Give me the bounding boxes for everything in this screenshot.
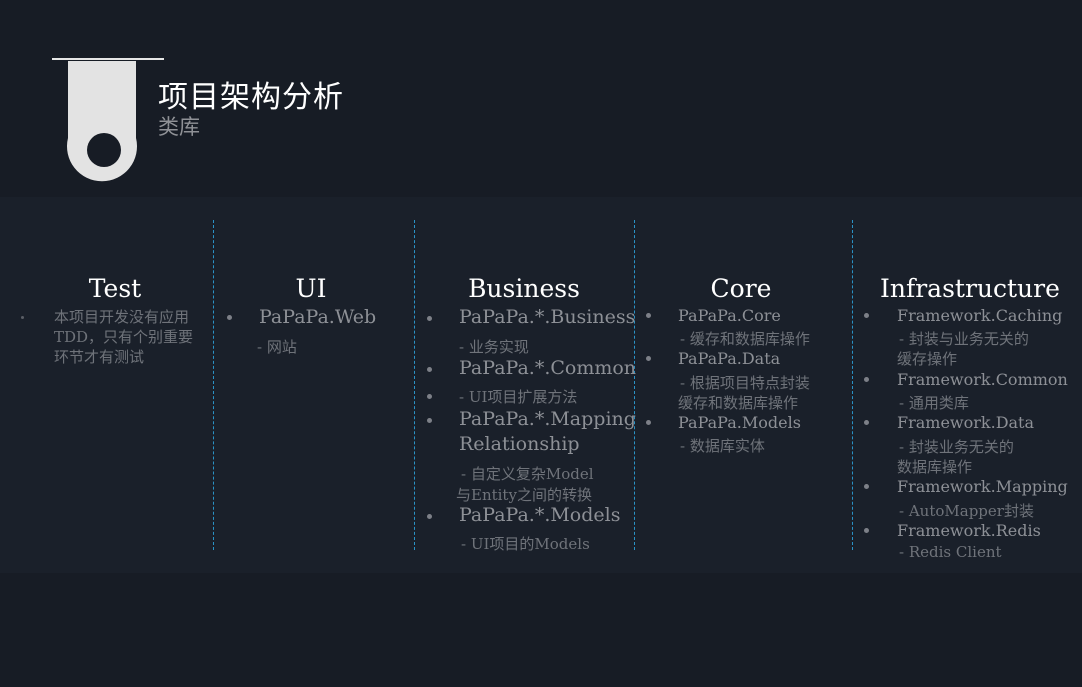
column-heading: Core bbox=[710, 274, 772, 303]
bullet-icon bbox=[646, 356, 651, 361]
module-description: - 根据项目特点封装 bbox=[680, 374, 810, 392]
module-description: 与Entity之间的转换 bbox=[456, 486, 592, 504]
module-description: - 通用类库 bbox=[899, 394, 969, 412]
bullet-icon bbox=[427, 316, 432, 321]
bullet-icon bbox=[427, 367, 432, 372]
module-description: 缓存操作 bbox=[897, 350, 958, 368]
test-description-line: TDD，只有个别重要 bbox=[54, 328, 194, 346]
module-name: PaPaPa.*.Common bbox=[459, 357, 637, 379]
module-description: - Redis Client bbox=[899, 543, 1002, 561]
bullet-icon bbox=[21, 316, 24, 319]
module-description: - 封装与业务无关的 bbox=[899, 330, 1029, 348]
column-heading: Infrastructure bbox=[880, 274, 1060, 303]
module-name: Framework.Redis bbox=[897, 521, 1041, 540]
module-description: - 缓存和数据库操作 bbox=[680, 330, 810, 348]
bullet-icon bbox=[427, 514, 432, 519]
module-name: PaPaPa.*.Models bbox=[459, 504, 621, 526]
bullet-icon bbox=[864, 420, 869, 425]
bullet-icon bbox=[864, 313, 869, 318]
bullet-icon bbox=[427, 394, 432, 399]
column-heading: Business bbox=[468, 274, 580, 303]
module-description: - UI项目的Models bbox=[461, 535, 590, 553]
test-description-line: 本项目开发没有应用 bbox=[54, 308, 190, 326]
module-description: - 自定义复杂Model bbox=[461, 465, 594, 483]
module-name: Relationship bbox=[459, 433, 580, 455]
column-heading: Test bbox=[88, 274, 142, 303]
module-name: Framework.Data bbox=[897, 413, 1035, 432]
module-name: PaPaPa.*.Mapping bbox=[459, 408, 636, 430]
module-name: PaPaPa.Data bbox=[678, 349, 781, 368]
module-description: 数据库操作 bbox=[897, 458, 973, 476]
module-name: Framework.Mapping bbox=[897, 477, 1068, 496]
module-description: - AutoMapper封装 bbox=[899, 502, 1034, 520]
bullet-icon bbox=[864, 528, 869, 533]
module-description: - UI项目扩展方法 bbox=[459, 388, 578, 406]
column-divider bbox=[414, 220, 415, 550]
bullet-icon bbox=[864, 377, 869, 382]
test-description-line: 环节才有测试 bbox=[54, 348, 145, 366]
module-description: - 封装业务无关的 bbox=[899, 438, 1014, 456]
module-name: Framework.Caching bbox=[897, 306, 1063, 325]
column-divider bbox=[213, 220, 214, 550]
bullet-icon bbox=[646, 313, 651, 318]
column-divider bbox=[634, 220, 635, 550]
logo-icon bbox=[52, 58, 164, 182]
module-description: - 网站 bbox=[257, 338, 297, 356]
module-name: PaPaPa.Web bbox=[259, 306, 377, 328]
module-description: 缓存和数据库操作 bbox=[678, 394, 799, 412]
bullet-icon bbox=[227, 315, 232, 320]
content-band bbox=[0, 197, 1082, 573]
column-divider bbox=[852, 220, 853, 550]
column-heading: UI bbox=[295, 274, 327, 303]
module-name: PaPaPa.Models bbox=[678, 413, 801, 432]
page-subtitle: 类库 bbox=[158, 115, 200, 139]
bullet-icon bbox=[646, 420, 651, 425]
bullet-icon bbox=[427, 418, 432, 423]
module-name: PaPaPa.Core bbox=[678, 306, 781, 325]
module-description: - 数据库实体 bbox=[680, 437, 765, 455]
module-description: - 业务实现 bbox=[459, 338, 529, 356]
bullet-icon bbox=[864, 484, 869, 489]
module-name: Framework.Common bbox=[897, 370, 1068, 389]
module-name: PaPaPa.*.Business bbox=[459, 306, 636, 328]
page-title: 项目架构分析 bbox=[158, 80, 344, 115]
